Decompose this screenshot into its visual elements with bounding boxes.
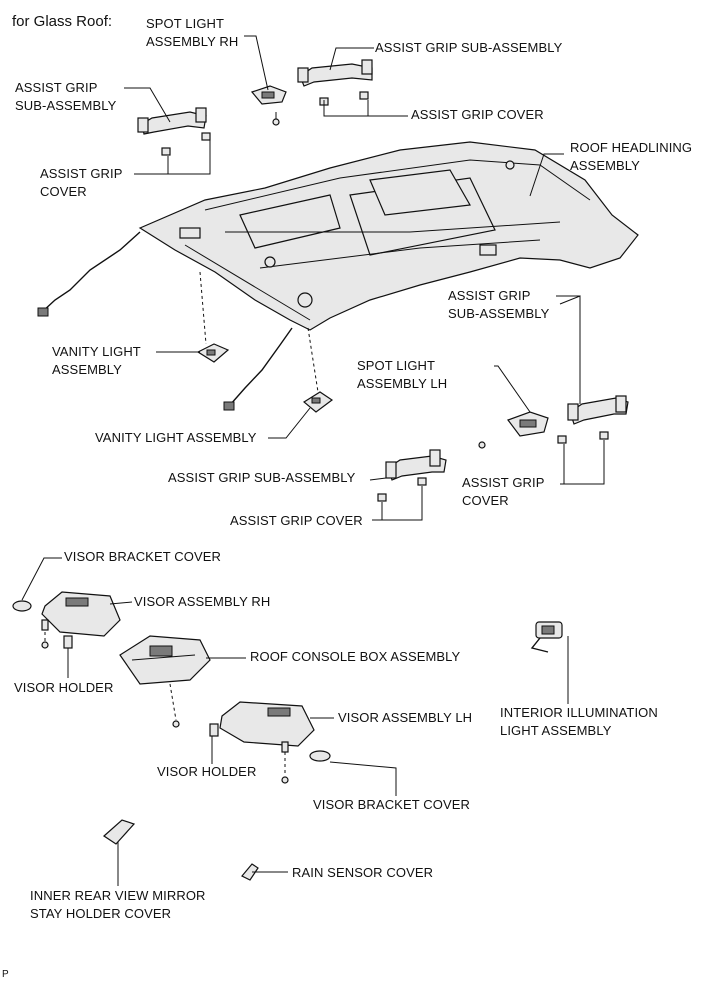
assist-grip-top-left-drawing [137, 107, 211, 156]
vanity-light-lower-drawing [302, 391, 334, 413]
label-vanity-light-upper: VANITY LIGHT ASSEMBLY [52, 344, 141, 377]
label-visor-assembly-rh: VISOR ASSEMBLY RH [134, 594, 271, 609]
diagram-title: for Glass Roof: [12, 13, 113, 30]
label-assist-grip-sub-center: ASSIST GRIP SUB-ASSEMBLY [168, 470, 356, 485]
label-spot-light-lh: SPOT LIGHT ASSEMBLY LH [357, 358, 448, 391]
roof-console-box-drawing [119, 635, 211, 728]
label-assist-grip-sub-top-right: ASSIST GRIP SUB-ASSEMBLY [375, 40, 563, 55]
label-vanity-light-lower: VANITY LIGHT ASSEMBLY [95, 430, 257, 445]
label-visor-holder-center: VISOR HOLDER [157, 764, 257, 779]
visor-bracket-cover-bottom-drawing [309, 750, 331, 762]
label-inner-mirror-cover: INNER REAR VIEW MIRROR STAY HOLDER COVER [30, 888, 206, 921]
harness-left [41, 231, 141, 313]
rain-sensor-cover-drawing [241, 863, 259, 881]
roof-headlining-drawing [138, 141, 639, 331]
label-assist-grip-sub-top-left: ASSIST GRIP SUB-ASSEMBLY [15, 80, 117, 113]
vanity-light-upper-drawing [196, 343, 230, 363]
label-assist-grip-cover-center: ASSIST GRIP COVER [230, 513, 363, 528]
visor-rh-drawing [41, 591, 121, 649]
label-interior-illumination: INTERIOR ILLUMINATION LIGHT ASSEMBLY [500, 705, 658, 738]
visor-lh-drawing [209, 701, 315, 784]
label-assist-grip-sub-mid-right: ASSIST GRIP SUB-ASSEMBLY [448, 288, 550, 321]
label-assist-grip-cover-mid-right: ASSIST GRIP COVER [462, 475, 545, 508]
footer-code: P [2, 969, 9, 980]
assist-grip-top-right-drawing [297, 59, 373, 106]
label-roof-console-box: ROOF CONSOLE BOX ASSEMBLY [250, 649, 461, 664]
visor-bracket-cover-top-drawing [12, 600, 32, 612]
label-visor-bracket-cover-top: VISOR BRACKET COVER [64, 549, 221, 564]
assist-grip-center-drawing [377, 449, 447, 502]
label-roof-headlining: ROOF HEADLINING ASSEMBLY [570, 140, 693, 173]
interior-illumination-drawing [530, 621, 563, 653]
harness-center [229, 327, 293, 406]
label-visor-assembly-lh: VISOR ASSEMBLY LH [338, 710, 473, 725]
label-assist-grip-cover-top-left: ASSIST GRIP COVER [40, 166, 123, 199]
spot-light-rh-drawing [250, 85, 287, 126]
spot-light-lh-drawing [478, 411, 549, 449]
mirror-cover-drawing [103, 819, 136, 845]
label-assist-grip-cover-top-right: ASSIST GRIP COVER [411, 107, 544, 122]
label-visor-holder-left: VISOR HOLDER [14, 680, 114, 695]
label-rain-sensor-cover: RAIN SENSOR COVER [292, 865, 434, 880]
label-spot-light-rh: SPOT LIGHT ASSEMBLY RH [146, 16, 239, 49]
label-visor-bracket-cover-bottom: VISOR BRACKET COVER [313, 797, 470, 812]
leader-lines [21, 35, 605, 886]
assist-grip-mid-right-drawing [557, 395, 629, 444]
